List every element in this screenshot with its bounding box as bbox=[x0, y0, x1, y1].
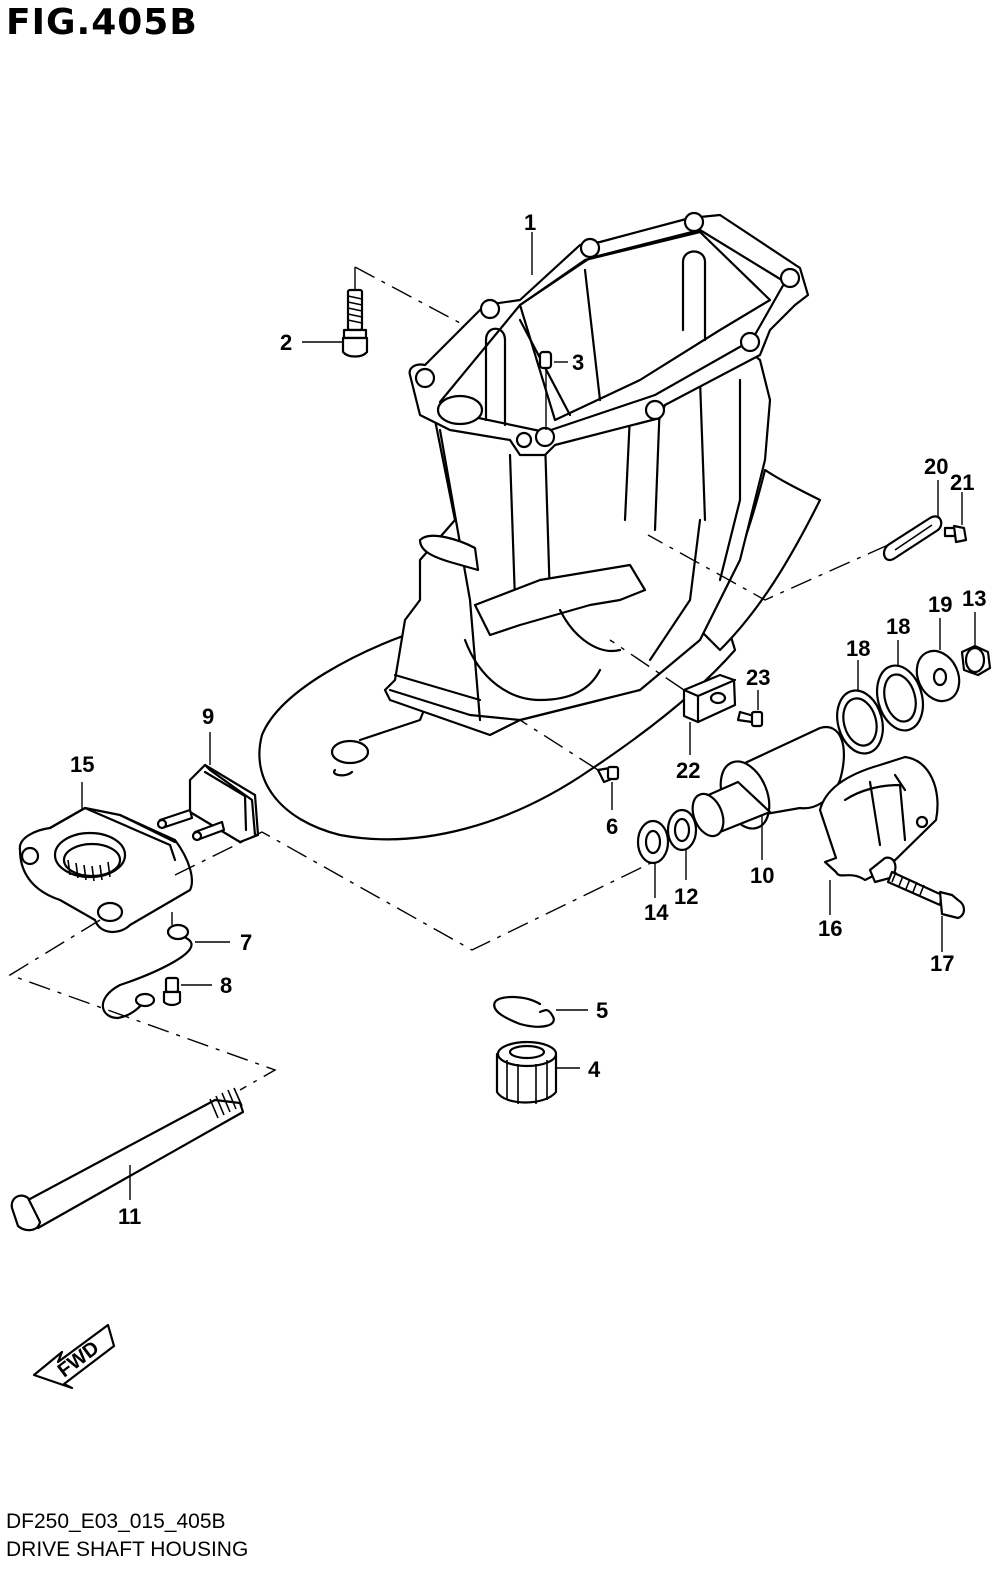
mount-bolt-11 bbox=[10, 1087, 245, 1232]
figure-code: DF250_E03_015_405B bbox=[6, 1510, 226, 1533]
callout-8: 8 bbox=[220, 973, 232, 998]
stopper-plate-20 bbox=[647, 480, 943, 601]
callout-labels: 1 2 3 4 5 6 7 8 9 10 11 12 13 14 15 16 1… bbox=[70, 210, 986, 1229]
figure-title: FIG.405B bbox=[6, 2, 198, 43]
callout-10: 10 bbox=[750, 863, 774, 888]
bolt-8 bbox=[162, 976, 212, 1007]
plate-22 bbox=[609, 639, 737, 755]
ground-wire-7 bbox=[101, 912, 230, 1020]
callout-6: 6 bbox=[606, 814, 618, 839]
callout-11: 11 bbox=[118, 1204, 141, 1229]
callout-1: 1 bbox=[524, 210, 536, 235]
fwd-arrow: FWD bbox=[32, 1323, 116, 1390]
clip-5 bbox=[493, 995, 588, 1028]
callout-5: 5 bbox=[596, 998, 608, 1023]
callout-2: 2 bbox=[280, 330, 292, 355]
callout-3: 3 bbox=[572, 350, 584, 375]
screw-6 bbox=[519, 719, 620, 810]
figure-caption: DRIVE SHAFT HOUSING bbox=[6, 1538, 249, 1561]
mount-10 bbox=[691, 725, 845, 860]
callout-17: 17 bbox=[930, 951, 954, 976]
lower-mount-bracket-15 bbox=[18, 782, 193, 933]
ring-18-a bbox=[836, 660, 884, 755]
washer-12 bbox=[666, 808, 698, 880]
screw-21 bbox=[943, 492, 968, 544]
screw-23 bbox=[736, 690, 764, 728]
callout-22: 22 bbox=[676, 758, 700, 783]
callout-21: 21 bbox=[950, 470, 974, 495]
callout-19: 19 bbox=[928, 592, 952, 617]
callout-12: 12 bbox=[674, 884, 698, 909]
callout-7: 7 bbox=[240, 930, 252, 955]
mount-rubber-9 bbox=[156, 732, 260, 844]
flange-bolt-2 bbox=[302, 288, 369, 358]
washer-19 bbox=[915, 618, 961, 703]
callout-14: 14 bbox=[644, 900, 669, 925]
callout-9: 9 bbox=[202, 704, 214, 729]
callout-23: 23 bbox=[746, 665, 770, 690]
callout-18-b: 18 bbox=[886, 614, 910, 639]
nut-13 bbox=[960, 612, 992, 677]
callout-18-a: 18 bbox=[846, 636, 870, 661]
callout-15: 15 bbox=[70, 752, 94, 777]
callout-20: 20 bbox=[924, 454, 948, 479]
assembly-lines bbox=[8, 232, 654, 1091]
bolt-17 bbox=[886, 870, 966, 952]
washer-14 bbox=[636, 819, 670, 898]
dowel-pin-3 bbox=[538, 350, 568, 430]
callout-4: 4 bbox=[588, 1057, 601, 1082]
mount-cover-16 bbox=[818, 755, 939, 915]
callout-16: 16 bbox=[818, 916, 842, 941]
ring-18-b bbox=[875, 640, 925, 732]
callout-13: 13 bbox=[962, 586, 986, 611]
grommet-4 bbox=[495, 1040, 580, 1104]
drive-shaft-housing bbox=[258, 211, 822, 841]
